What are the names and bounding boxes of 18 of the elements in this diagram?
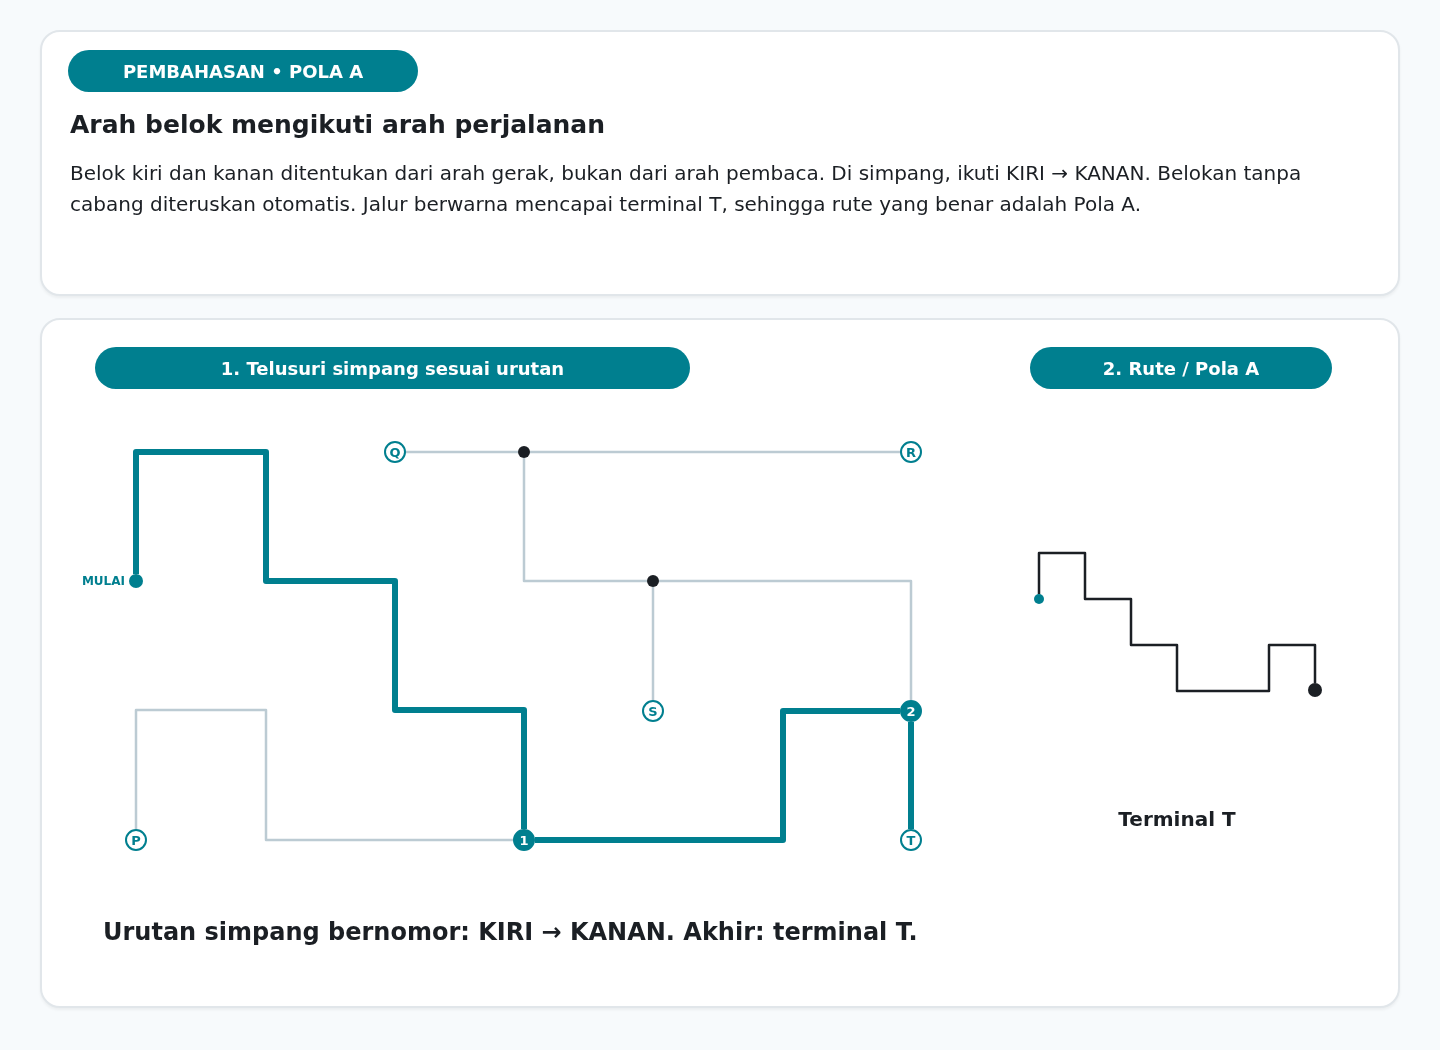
description-paragraph: Belok kiri dan kanan ditentukan dari arah gerak, bukan dari arah pembaca. Di simpang, ikuti KIRI → KANAN. Belokan tanpa cabang diteruskan otomatis. Jalur berwarna mencapai terminal T, sehingga rute yang benar adalah Pola A.: [70, 160, 1303, 218]
route-line: [530, 450, 900, 454]
heading: Arah belok mengikuti arah perjalanan: [70, 110, 605, 139]
route-line: [134, 708, 513, 842]
section-badge: PEMBAHASAN • POLA A: [68, 50, 418, 92]
route-line: [651, 587, 655, 700]
highlighted-route-line: [133, 449, 527, 829]
highlighted-route-line: [908, 722, 914, 829]
route-line: [522, 458, 647, 583]
route-line: [406, 450, 518, 454]
highlighted-route-line: [535, 708, 900, 843]
summary-sentence: Urutan simpang bernomor: KIRI → KANAN. Akhir: terminal T.: [103, 918, 919, 946]
step-header: 2. Rute / Pola A: [1030, 347, 1332, 389]
step-header: 1. Telusuri simpang sesuai urutan: [95, 347, 690, 389]
route-line: [1037, 551, 1317, 693]
terminal-caption: Terminal T: [1117, 807, 1237, 831]
route-line: [659, 579, 913, 700]
junction-dot: [1034, 594, 1044, 604]
